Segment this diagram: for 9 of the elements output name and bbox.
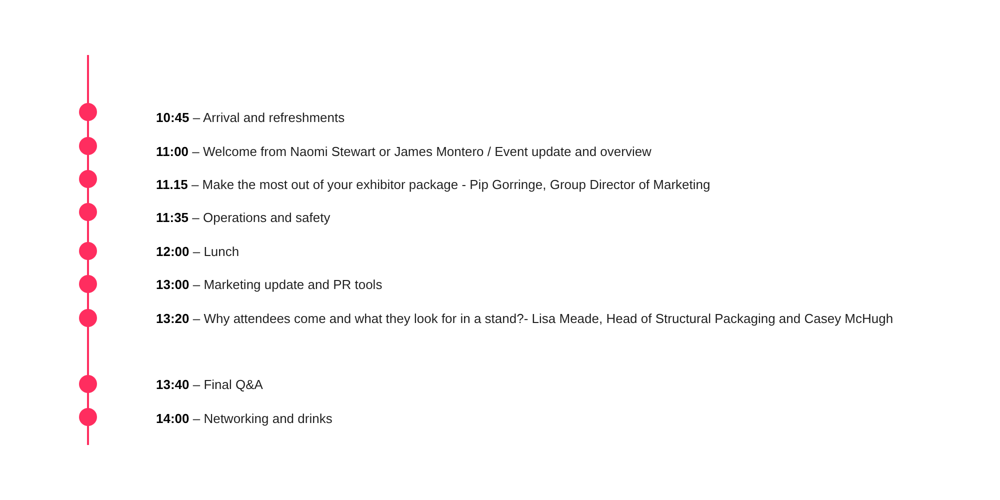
- agenda-item: 13:00 – Marketing update and PR tools: [156, 276, 384, 294]
- agenda-item: 13:20 – Why attendees come and what they look for in a stand?- Lisa Meade, Head of Structural Packaging and Casey McHugh: [156, 310, 894, 328]
- agenda-item: 11:00 – Welcome from Naomi Stewart or James Montero / Event update and overview: [156, 142, 652, 161]
- agenda-item: 11:35 – Operations and safety: [156, 208, 332, 227]
- agenda-item: 13:40 – Final Q&A: [156, 376, 264, 394]
- agenda-item: 14:00 – Networking and drinks: [156, 410, 334, 428]
- agenda-item: 11.15 – Make the most out of your exhibitor package - Pip Gorringe, Group Director of Marketing: [156, 176, 712, 194]
- agenda-item: 10:45 – Arrival and refreshments: [156, 108, 346, 126]
- agenda-item: 12:00 – Lunch: [156, 242, 240, 260]
